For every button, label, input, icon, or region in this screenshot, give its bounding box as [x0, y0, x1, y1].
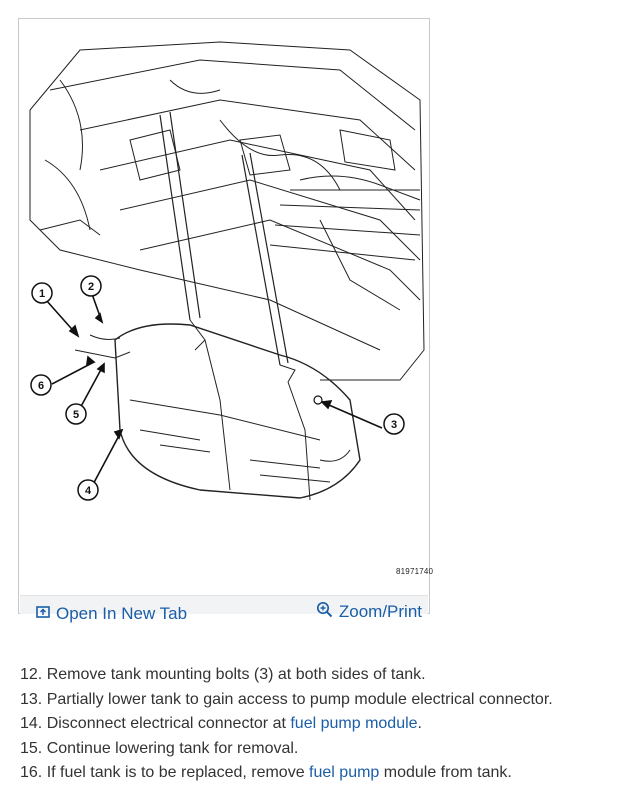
callout-2: 2: [80, 275, 102, 297]
step-item: 15. Continue lowering tank for removal.: [20, 739, 299, 757]
svg-text:4: 4: [85, 485, 92, 497]
callout-6: 6: [30, 374, 52, 396]
svg-text:1: 1: [39, 288, 45, 300]
callout-4: 4: [77, 479, 99, 501]
svg-text:3: 3: [391, 419, 397, 431]
callout-3: 3: [383, 413, 405, 435]
figure-code: 81971740: [396, 567, 434, 576]
figure-toolbar: Open In New Tab Zoom/Print: [20, 595, 428, 623]
procedure-steps: 12. Remove tank mounting bolts (3) at bo…: [20, 663, 553, 786]
callout-5: 5: [65, 403, 87, 425]
callout-1: 1: [31, 282, 53, 304]
magnifier-plus-icon: [316, 601, 333, 623]
open-new-tab-icon: [36, 604, 50, 624]
svg-text:2: 2: [88, 281, 94, 293]
figure-card: 1 2 3 4 5 6 81971740: [18, 18, 433, 623]
svg-text:6: 6: [38, 380, 44, 392]
diagram-drawing: 1 2 3 4 5 6: [29, 41, 425, 501]
open-in-new-tab-label: Open In New Tab: [56, 604, 188, 623]
svg-text:5: 5: [73, 409, 79, 421]
step-item: 12. Remove tank mounting bolts (3) at bo…: [20, 666, 426, 683]
step-item: 13. Partially lower tank to gain access …: [20, 690, 553, 708]
zoom-print-link[interactable]: Zoom/Print: [316, 601, 422, 623]
zoom-print-label: Zoom/Print: [338, 602, 422, 621]
fuel-pump-module-link[interactable]: fuel pump module: [290, 715, 418, 732]
open-in-new-tab-link[interactable]: Open In New Tab: [36, 604, 187, 624]
fuel-tank-diagram[interactable]: 1 2 3 4 5 6 81971740: [20, 20, 433, 594]
step-item: 14. Disconnect electrical connector at f…: [20, 715, 422, 732]
fuel-pump-link[interactable]: fuel pump: [309, 764, 380, 781]
step-item: 16. If fuel tank is to be replaced, remo…: [20, 764, 512, 781]
